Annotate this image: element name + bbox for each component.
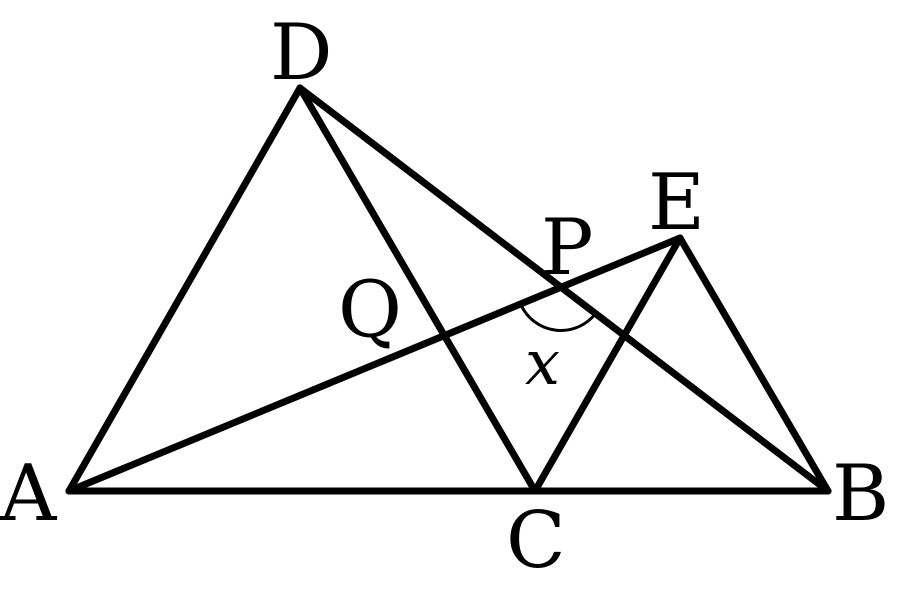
segments-group — [65, 84, 832, 495]
segment-eb — [676, 234, 832, 495]
point-label-q: Q — [338, 265, 402, 355]
point-label-a: A — [0, 449, 58, 539]
segment-dc — [296, 84, 539, 495]
point-label-d: D — [270, 8, 333, 98]
point-label-e: E — [648, 158, 705, 248]
segment-ae — [65, 234, 684, 495]
point-label-p: P — [541, 203, 593, 293]
angle-x-arc — [519, 304, 598, 332]
point-label-c: C — [506, 496, 566, 586]
angle-label-x: x — [525, 326, 560, 399]
segment-ad — [65, 84, 304, 495]
point-label-b: B — [832, 449, 889, 539]
segment-ce — [531, 234, 684, 495]
